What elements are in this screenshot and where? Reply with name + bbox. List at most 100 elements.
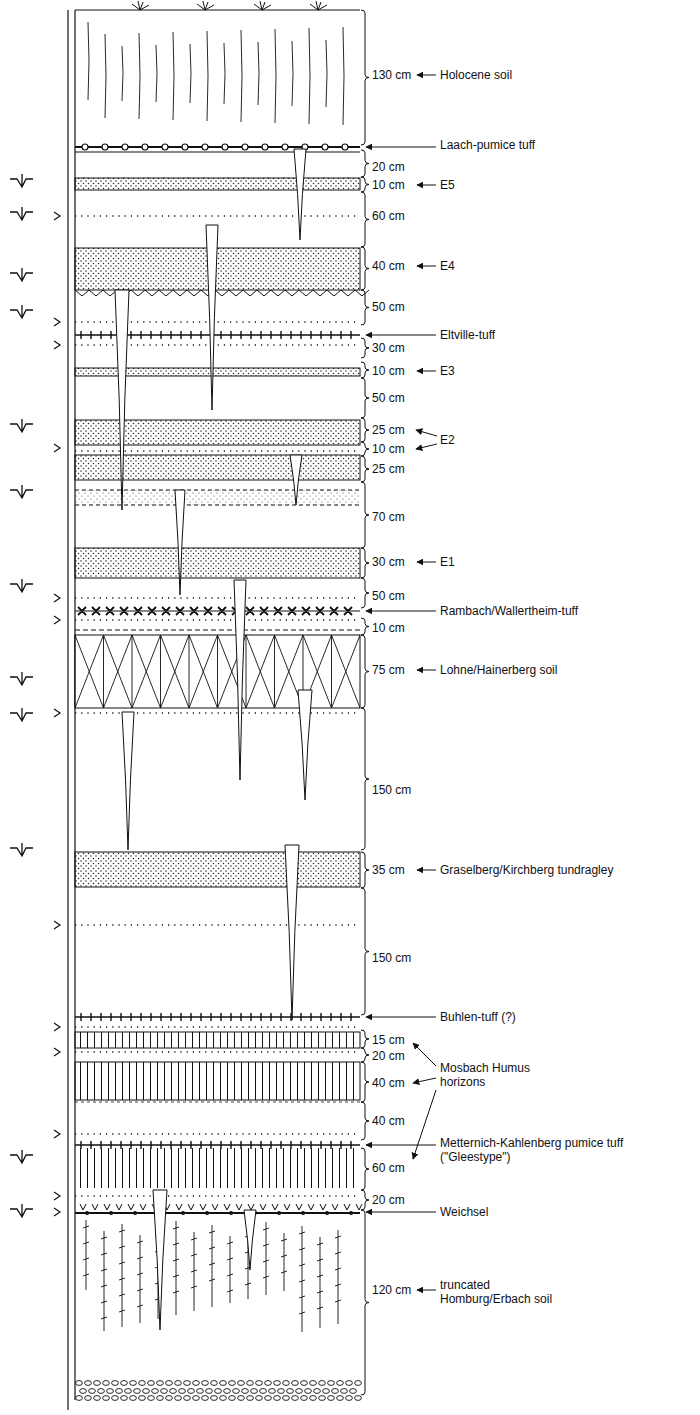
frost-wedge bbox=[153, 1190, 167, 1330]
gravel bbox=[157, 1396, 164, 1401]
frost-wedge bbox=[234, 580, 246, 780]
gravel bbox=[175, 1381, 182, 1386]
dotted-horizon bbox=[75, 924, 360, 925]
gravel bbox=[283, 1381, 290, 1386]
gravel bbox=[319, 1381, 326, 1386]
loess-band bbox=[75, 548, 360, 578]
root-lines bbox=[88, 22, 344, 125]
frost-wedge bbox=[206, 225, 218, 410]
tuff-ticks bbox=[81, 1141, 351, 1149]
gravel bbox=[166, 1381, 173, 1386]
gravel bbox=[188, 1389, 195, 1394]
layer-name: Holocene soil bbox=[440, 68, 512, 82]
gravel bbox=[269, 1389, 276, 1394]
tundragley-band bbox=[75, 852, 360, 887]
thickness-brace bbox=[361, 442, 369, 456]
gravel bbox=[193, 1396, 200, 1401]
ice-wedge-symbol bbox=[10, 174, 33, 187]
thickness-label: 130 cm bbox=[372, 68, 411, 82]
gravel bbox=[247, 1381, 254, 1386]
thickness-brace bbox=[361, 618, 369, 635]
gravel bbox=[215, 1389, 222, 1394]
thickness-label: 40 cm bbox=[372, 1076, 405, 1090]
horizon-marker bbox=[54, 1192, 60, 1200]
gravel bbox=[256, 1381, 263, 1386]
dot bbox=[229, 1211, 233, 1215]
horizon-marker bbox=[54, 1023, 60, 1031]
gravel bbox=[238, 1396, 245, 1401]
layer-boundary bbox=[75, 1102, 360, 1103]
layer-name: truncated Homburg/Erbach soil bbox=[440, 1278, 575, 1306]
horizon-marker bbox=[54, 616, 60, 624]
thickness-label: 30 cm bbox=[372, 555, 405, 569]
gravel bbox=[296, 1389, 303, 1394]
pointer-arrow bbox=[417, 670, 436, 671]
pumice-grain bbox=[162, 144, 168, 150]
thickness-brace bbox=[361, 708, 369, 850]
gravel bbox=[152, 1389, 159, 1394]
thickness-label: 10 cm bbox=[372, 621, 405, 635]
layer-name: Mosbach Humus horizons bbox=[440, 1061, 535, 1089]
axis-line bbox=[67, 10, 68, 1410]
tuff-line bbox=[75, 1016, 360, 1018]
gravel bbox=[125, 1389, 132, 1394]
dotted-horizon bbox=[75, 597, 360, 598]
gravel bbox=[103, 1396, 110, 1401]
horizon-marker bbox=[54, 1048, 60, 1056]
gravel bbox=[175, 1396, 182, 1401]
thickness-label: 70 cm bbox=[372, 510, 405, 524]
horizon-marker bbox=[54, 212, 60, 220]
pointer-arrow bbox=[366, 335, 436, 336]
thickness-label: 60 cm bbox=[372, 1161, 405, 1175]
gravel bbox=[305, 1389, 312, 1394]
horizon-marker bbox=[54, 1130, 60, 1138]
frost-wedge bbox=[285, 845, 299, 1020]
ice-wedge-symbol bbox=[10, 1204, 33, 1217]
layer-name: Buhlen-tuff (?) bbox=[440, 1010, 516, 1024]
gravel bbox=[130, 1396, 137, 1401]
ice-wedge-symbol bbox=[10, 207, 33, 220]
pointer-arrow bbox=[417, 75, 436, 76]
ice-wedge-symbol bbox=[10, 708, 33, 721]
thickness-brace bbox=[361, 378, 369, 418]
pumice-grain bbox=[142, 144, 148, 150]
ice-wedge-symbol bbox=[10, 485, 33, 498]
gravel bbox=[274, 1396, 281, 1401]
horizon-marker bbox=[54, 318, 60, 326]
gravel bbox=[134, 1389, 141, 1394]
gravel bbox=[148, 1396, 155, 1401]
pointer-arrow bbox=[413, 1090, 436, 1159]
thickness-label: 25 cm bbox=[372, 462, 405, 476]
thickness-label: 10 cm bbox=[372, 442, 405, 456]
thickness-brace bbox=[361, 456, 369, 482]
humus-band bbox=[75, 1148, 360, 1188]
thickness-label: 10 cm bbox=[372, 178, 405, 192]
tuff-line bbox=[75, 1144, 360, 1146]
layer-boundary bbox=[75, 505, 360, 506]
gravel bbox=[76, 1396, 83, 1401]
pointer-arrow bbox=[366, 611, 436, 612]
thickness-label: 150 cm bbox=[372, 783, 411, 797]
frost-wedge bbox=[290, 455, 302, 505]
thickness-label: 75 cm bbox=[372, 663, 405, 677]
dot bbox=[301, 1211, 305, 1215]
gravel bbox=[157, 1381, 164, 1386]
gravel bbox=[301, 1381, 308, 1386]
gravel bbox=[112, 1381, 119, 1386]
loess-band-light bbox=[75, 490, 360, 505]
thickness-label: 40 cm bbox=[372, 259, 405, 273]
soil-band bbox=[75, 635, 360, 708]
horizon-marker bbox=[54, 594, 60, 602]
gravel bbox=[292, 1381, 299, 1386]
thickness-brace bbox=[361, 177, 369, 192]
thickness-label: 150 cm bbox=[372, 951, 411, 965]
dotted-horizon bbox=[75, 712, 360, 713]
gravel bbox=[143, 1389, 150, 1394]
gravel bbox=[211, 1396, 218, 1401]
pointer-arrow bbox=[417, 371, 436, 372]
pumice-grain bbox=[182, 144, 188, 150]
gravel bbox=[121, 1381, 128, 1386]
pumice-grain bbox=[282, 144, 288, 150]
gravel bbox=[292, 1396, 299, 1401]
